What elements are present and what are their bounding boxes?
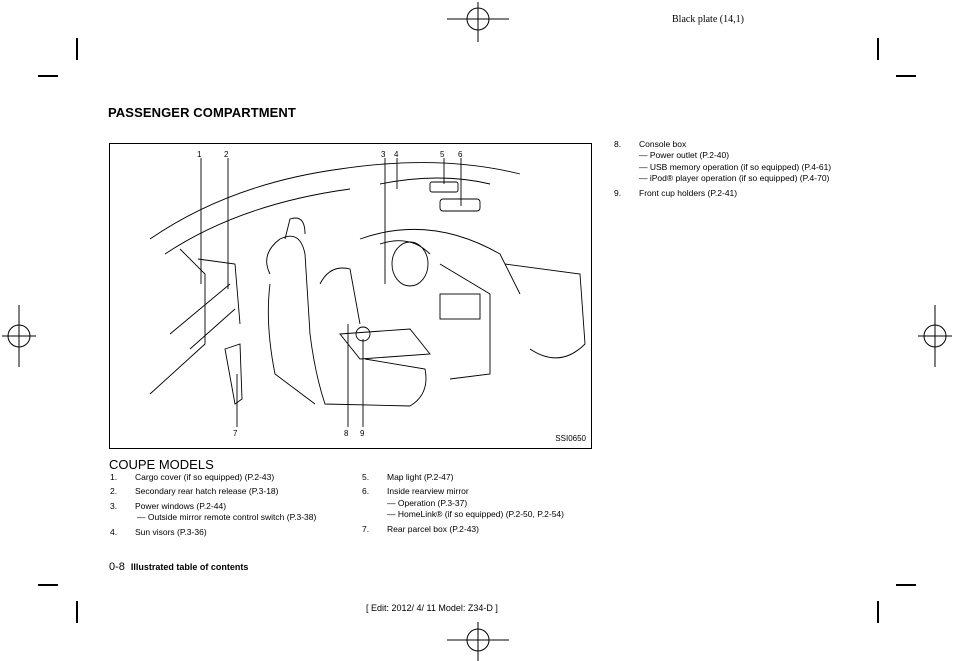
figure-id: SSI0650 [555,434,586,443]
callout-6: 6 [458,150,463,159]
callout-5: 5 [440,150,445,159]
list-item: 3.Power windows (P.2-44)— Outside mirror… [110,500,317,523]
list-right: 8.Console box— Power outlet (P.2-40)— US… [614,139,839,202]
list-item: 4.Sun visors (P.3-36) [110,526,207,537]
page-number: 0-8 [109,561,125,573]
registration-mark-bottom [447,622,509,661]
list-item: 2.Secondary rear hatch release (P.3-18) [110,486,279,497]
list-item: 1.Cargo cover (if so equipped) (P.2-43) [110,472,275,482]
list-item: 7.Rear parcel box (P.2-43) [362,523,479,534]
car-interior-drawing [149,158,586,427]
list-item: 8.Console box— Power outlet (P.2-40)— US… [614,139,832,184]
callout-9: 9 [360,429,365,438]
list-item: 9.Front cup holders (P.2-41) [614,187,738,198]
callout-7: 7 [233,429,238,438]
callout-1: 1 [197,150,202,159]
plate-label: Black plate (14,1) [672,14,744,25]
edit-info: [ Edit: 2012/ 4/ 11 Model: Z34-D ] [366,603,498,613]
interior-illustration: 1 2 3 4 5 6 7 8 9 SSI0650 [109,143,592,449]
callout-2: 2 [224,150,229,159]
page-footer: 0-8 Illustrated table of contents [109,561,248,573]
registration-mark-right [918,305,952,367]
section-title: PASSENGER COMPARTMENT [108,105,296,120]
subheading: COUPE MODELS [109,457,214,472]
list-item: 6.Inside rearview mirror— Operation (P.3… [362,486,564,520]
callout-8: 8 [344,429,349,438]
callout-4: 4 [394,150,399,159]
list-left: 1.Cargo cover (if so equipped) (P.2-43) … [110,472,350,541]
list-mid: 5.Map light (P.2-47) 6.Inside rearview m… [362,472,602,538]
page-title: Illustrated table of contents [130,562,249,572]
registration-mark-left [2,305,36,367]
list-item: 5.Map light (P.2-47) [362,472,454,482]
callout-3: 3 [381,150,386,159]
registration-mark-top [447,2,509,42]
